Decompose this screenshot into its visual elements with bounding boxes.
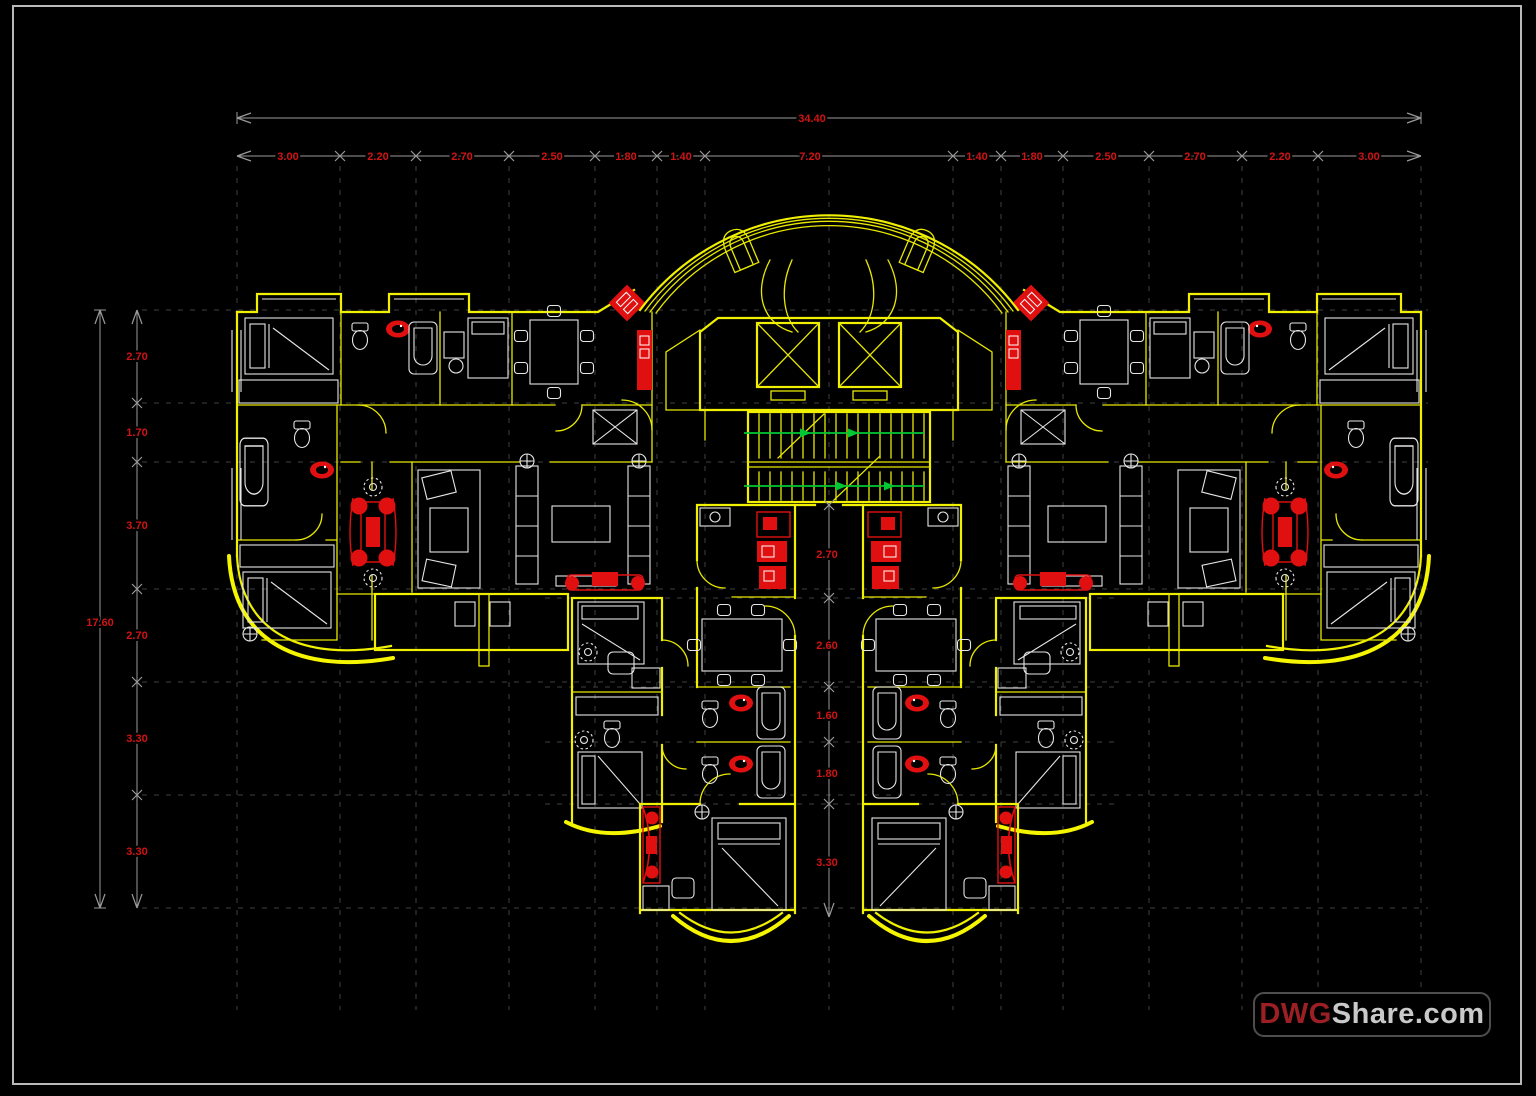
bottom-center-unit	[638, 503, 797, 943]
dimension-annotations: 34.40 3.00 2.20 2.70 2.50 1.80 1.40 7.20…	[84, 111, 1422, 918]
dim-left-total: 17.60	[86, 617, 114, 629]
dim-left-seg: 3.30	[126, 733, 147, 745]
dim-top-seg: 2.70	[1184, 151, 1205, 163]
dim-left-seg: 3.30	[126, 846, 147, 858]
dim-left-seg: 1.70	[126, 427, 147, 439]
dim-top-seg: 1.80	[615, 151, 636, 163]
wing-furniture	[231, 298, 651, 642]
dim-top-seg: 2.20	[367, 151, 388, 163]
hall-stubs	[704, 409, 954, 441]
dim-top-seg: 2.50	[1095, 151, 1116, 163]
dim-center-seg: 1.80	[816, 768, 837, 780]
stair-arrow	[884, 481, 895, 491]
dim-top-seg: 1.40	[670, 151, 691, 163]
dim-top-seg: 7.20	[799, 151, 820, 163]
dim-top-seg: 2.70	[451, 151, 472, 163]
dim-center-seg: 2.70	[816, 549, 837, 561]
drawing-frame-border	[12, 5, 1522, 1085]
watermark-suffix: Share.com	[1331, 998, 1485, 1030]
terrace-balcony	[373, 592, 570, 667]
elevator-shafts	[665, 316, 993, 412]
central-core	[638, 214, 1020, 507]
left-half-plan	[227, 284, 797, 943]
dim-center-seg: 2.60	[816, 640, 837, 652]
right-half-plan	[862, 285, 1430, 941]
construction-grid	[142, 166, 1428, 1010]
dim-top-seg: 2.50	[541, 151, 562, 163]
dim-top-seg: 3.00	[1358, 151, 1379, 163]
dim-center-seg: 3.30	[816, 857, 837, 869]
dim-center-seg: 1.60	[816, 710, 837, 722]
dim-top-seg: 3.00	[277, 151, 298, 163]
inner-unit	[564, 571, 689, 836]
dim-left-seg: 2.70	[126, 351, 147, 363]
stair-arrow	[800, 428, 811, 438]
staircase	[744, 410, 932, 504]
dim-top-seg: 1.80	[1021, 151, 1042, 163]
kitchen-fixtures	[756, 511, 791, 589]
dim-left-seg: 2.70	[126, 630, 147, 642]
building-plan	[227, 214, 1430, 943]
wing-walls	[227, 288, 653, 665]
dim-left-seg: 3.70	[126, 520, 147, 532]
red-shaft-units	[608, 284, 652, 390]
watermark-prefix: DWG	[1259, 998, 1332, 1030]
stair-direction-lines	[744, 432, 924, 487]
entrance-arc	[638, 214, 1020, 333]
dim-top-total: 34.40	[798, 113, 826, 125]
dim-top-seg: 1.40	[966, 151, 987, 163]
dim-top-seg: 2.20	[1269, 151, 1290, 163]
